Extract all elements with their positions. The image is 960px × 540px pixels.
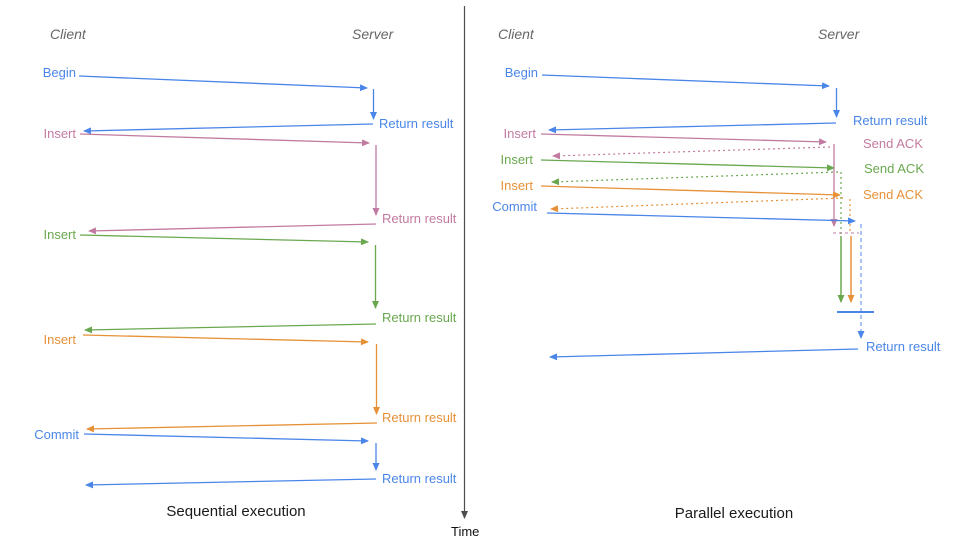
parallel-title: Parallel execution (675, 505, 793, 522)
seq-insert2-response-label: Return result (382, 310, 457, 325)
parallel-client-header: Client (498, 26, 535, 42)
par-insert3-ack-arrow (550, 197, 844, 213)
seq-begin-response-arrow (83, 123, 374, 135)
par-insert2-message: Insert Send ACK (500, 152, 924, 303)
par-commit-message: Commit Return result (492, 199, 941, 361)
seq-insert1-label: Insert (43, 126, 76, 141)
seq-insert2-request-arrow (79, 234, 369, 246)
seq-insert2-label: Insert (43, 227, 76, 242)
seq-begin-request-arrow (78, 75, 368, 92)
sequential-client-header: Client (50, 26, 87, 42)
seq-insert3-label: Insert (43, 332, 76, 347)
seq-insert3-response-arrow (86, 422, 378, 433)
sequential-title: Sequential execution (166, 503, 305, 520)
par-insert1-ack-label: Send ACK (863, 136, 923, 151)
seq-insert2-message: Insert Return result (43, 227, 457, 334)
seq-begin-message: Begin Return result (43, 65, 454, 135)
time-axis-label: Time (451, 524, 479, 539)
seq-insert1-request-arrow (79, 133, 370, 147)
parallel-server-header: Server (818, 26, 861, 42)
seq-begin-label: Begin (43, 65, 76, 80)
par-insert3-message: Insert Send ACK (500, 178, 923, 303)
seq-insert2-response-arrow (84, 323, 377, 334)
seq-commit-request-arrow (83, 433, 369, 445)
seq-begin-response-label: Return result (379, 116, 454, 131)
par-commit-response-label: Return result (866, 339, 941, 354)
sequential-diagram: Client Server Begin Return result Insert… (34, 26, 457, 520)
par-insert1-message: Insert Send ACK (503, 126, 923, 227)
par-insert1-request-arrow (540, 133, 827, 146)
par-commit-label: Commit (492, 199, 537, 214)
par-begin-response-label: Return result (853, 113, 928, 128)
par-begin-label: Begin (505, 65, 538, 80)
par-insert3-ack-label: Send ACK (863, 187, 923, 202)
seq-insert1-message: Insert Return result (43, 126, 457, 235)
seq-commit-label: Commit (34, 427, 79, 442)
seq-commit-response-arrow (85, 478, 377, 489)
sequential-server-header: Server (352, 26, 395, 42)
seq-insert3-request-arrow (82, 334, 369, 346)
seq-commit-message: Commit Return result (34, 427, 457, 489)
parallel-diagram: Client Server Begin Return result Insert… (492, 26, 941, 522)
par-insert2-request-arrow (540, 159, 835, 172)
par-insert3-label: Insert (500, 178, 533, 193)
par-insert1-label: Insert (503, 126, 536, 141)
seq-insert3-response-label: Return result (382, 410, 457, 425)
par-begin-response-arrow (548, 122, 837, 134)
par-commit-response-arrow (549, 348, 859, 361)
seq-insert1-response-label: Return result (382, 211, 457, 226)
par-insert2-ack-label: Send ACK (864, 161, 924, 176)
par-begin-request-arrow (541, 74, 830, 90)
par-insert1-ack-arrow (552, 146, 831, 160)
seq-insert1-response-arrow (88, 223, 377, 235)
par-commit-request-arrow (546, 212, 856, 225)
par-insert2-ack-arrow (551, 171, 839, 186)
par-begin-message: Begin Return result (505, 65, 928, 134)
time-axis: Time (451, 6, 479, 539)
seq-insert3-message: Insert Return result (43, 332, 457, 433)
par-insert3-request-arrow (540, 185, 841, 199)
par-insert2-label: Insert (500, 152, 533, 167)
seq-commit-response-label: Return result (382, 471, 457, 486)
